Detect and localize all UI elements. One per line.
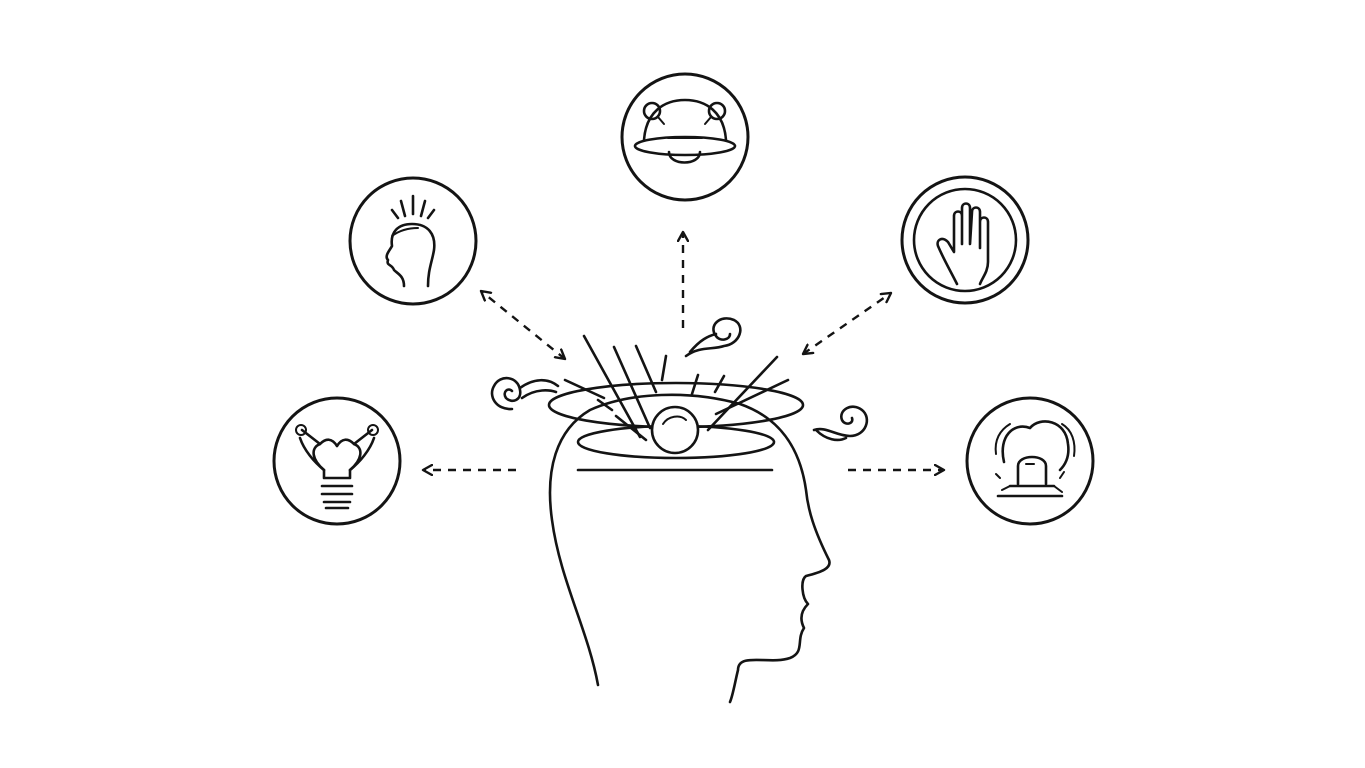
orb-highlight [662,415,687,425]
node-left [272,396,402,526]
lightbulb-arms-icon [295,424,379,510]
swirl-puff-left [490,376,560,411]
node-upper-right [900,175,1030,305]
raised-hand-icon [936,202,990,286]
swirl-puff-right [812,405,869,442]
connector-upper-left [481,291,565,359]
head-outline [548,393,831,704]
alien-saucer-icon [633,98,737,164]
connector-upper-right [803,293,891,354]
radiating-head-icon [385,194,436,288]
central-orb [650,405,700,455]
siren-alarm-icon [994,420,1076,498]
central-head [547,334,831,704]
node-upper-left [348,176,478,306]
node-right [965,396,1095,526]
swirl-puff-top [684,317,742,358]
node-top [620,72,750,202]
burst-lines [563,334,790,442]
